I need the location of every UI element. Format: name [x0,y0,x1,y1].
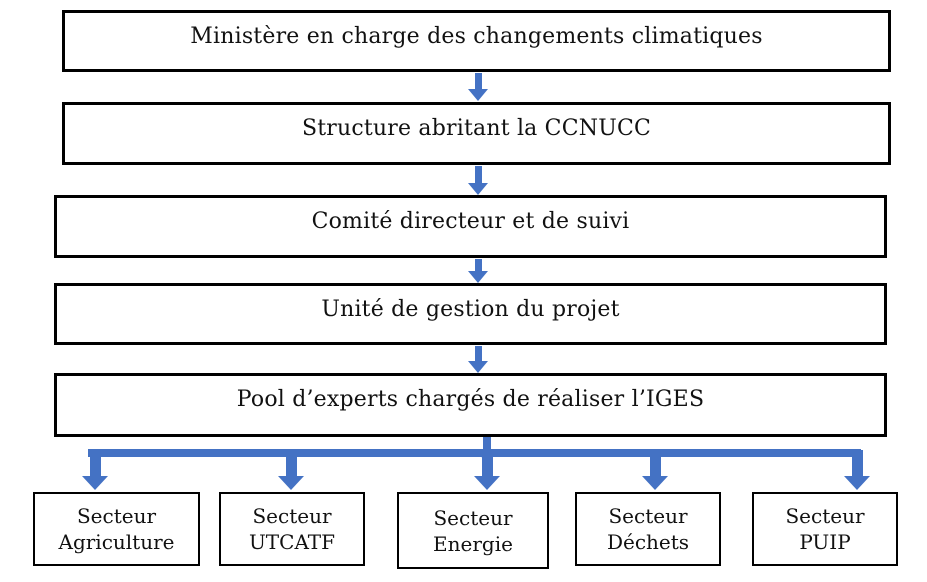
arrow-shaft [285,450,297,476]
arrow-head [278,476,304,490]
arrow-head [468,361,488,373]
arrow-head [82,476,108,490]
arrow-down-icon [844,450,870,490]
box-ministere: Ministère en charge des changements clim… [62,10,891,72]
arrow-shaft [474,346,482,361]
box-secteur-energie: Secteur Energie [397,492,549,569]
sector-label-line2: Agriculture [58,530,175,554]
arrow-down-icon [468,259,488,283]
sector-label-line1: Secteur [252,504,332,528]
sector-label-line1: Secteur [433,505,513,530]
arrow-shaft [481,450,493,476]
sector-label-line2: PUIP [799,530,851,554]
box-ministere-label: Ministère en charge des changements clim… [190,24,763,49]
arrow-head [642,476,668,490]
sector-label-line1: Secteur [608,504,688,528]
box-secteur-dechets: Secteur Déchets [575,492,721,566]
box-structure-ccnucc: Structure abritant la CCNUCC [62,102,891,165]
arrow-down-icon [642,450,668,490]
arrow-head [468,89,488,101]
arrow-head [474,476,500,490]
arrow-shaft [474,166,482,183]
arrow-down-icon [468,73,488,101]
sector-label-line2: Energie [433,531,513,556]
sector-label-line2: UTCATF [248,530,336,554]
arrow-shaft [474,259,482,271]
box-comite-directeur: Comité directeur et de suivi [54,195,887,258]
box-secteur-agriculture: Secteur Agriculture [33,492,200,566]
arrow-down-icon [474,450,500,490]
arrow-down-icon [82,450,108,490]
sector-label-line1: Secteur [785,504,865,528]
sector-label-line1: Secteur [76,504,157,528]
arrow-shaft [474,73,482,89]
sector-label-line2: Déchets [606,530,690,554]
box-secteur-puip: Secteur PUIP [752,492,898,566]
box-pool-experts-label: Pool d’experts chargés de réaliser l’IGE… [236,387,705,412]
box-unite-gestion-label: Unité de gestion du projet [321,297,620,322]
box-comite-directeur-label: Comité directeur et de suivi [311,209,630,234]
box-structure-ccnucc-label: Structure abritant la CCNUCC [301,116,652,141]
branch-connector-bar [88,449,861,457]
arrow-head [844,476,870,490]
arrow-shaft [89,450,101,476]
arrow-head [468,271,488,283]
arrow-down-icon [278,450,304,490]
arrow-shaft [649,450,661,476]
box-unite-gestion: Unité de gestion du projet [54,283,887,345]
arrow-down-icon [468,346,488,373]
arrow-head [468,183,488,195]
box-secteur-utcatf: Secteur UTCATF [219,492,365,566]
arrow-shaft [483,437,491,450]
arrow-down-icon [468,166,488,195]
arrow-shaft [851,450,863,476]
box-pool-experts: Pool d’experts chargés de réaliser l’IGE… [54,373,887,437]
